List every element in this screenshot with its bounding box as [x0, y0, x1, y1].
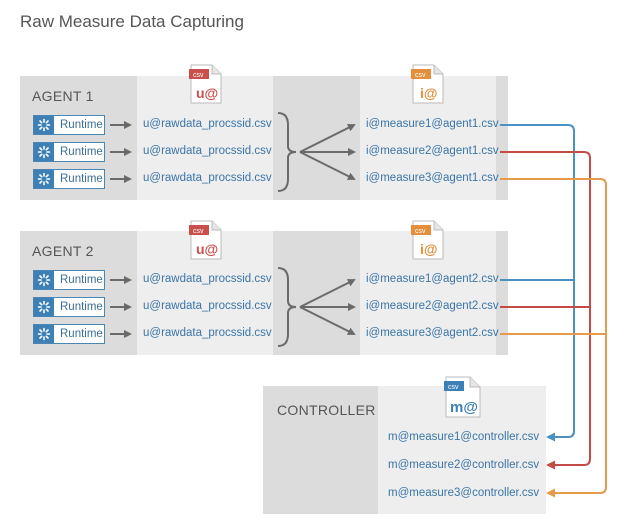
measure-file[interactable]: i@measure1@agent2.csv: [366, 273, 499, 285]
runtime-button[interactable]: Runtime: [33, 324, 105, 344]
runtime-button[interactable]: Runtime: [33, 297, 105, 317]
grouping-brace: [277, 112, 297, 192]
measure-route-agent-1: [500, 178, 607, 498]
measure-file[interactable]: i@measure2@agent1.csv: [366, 145, 499, 157]
csv-tag: csv: [193, 72, 204, 79]
runtime-label: Runtime: [60, 274, 103, 286]
raw-data-file[interactable]: u@rawdata_procssid.csv: [143, 300, 272, 312]
raw-data-file[interactable]: u@rawdata_procssid.csv: [143, 273, 272, 285]
runtime-label: Runtime: [60, 301, 103, 313]
runtime-label: Runtime: [60, 328, 103, 340]
runtime-label: Runtime: [60, 146, 103, 158]
runtime-spinner-icon: [34, 298, 54, 316]
runtime-button[interactable]: Runtime: [33, 169, 105, 189]
svg-text:i@: i@: [420, 241, 438, 257]
runtime-button[interactable]: Runtime: [33, 270, 105, 290]
grouping-brace: [277, 267, 297, 347]
measure-file[interactable]: i@measure3@agent2.csv: [366, 327, 499, 339]
runtime-spinner-icon: [34, 143, 54, 161]
runtime-spinner-icon: [34, 271, 54, 289]
fan-out-arrow: [299, 151, 356, 180]
runtime-label: Runtime: [60, 173, 103, 185]
runtime-button[interactable]: Runtime: [33, 142, 105, 162]
controller-csv-file-icon: csv m@: [444, 376, 481, 418]
controller-file-1[interactable]: m@measure1@controller.csv: [388, 431, 540, 443]
controller-title: CONTROLLER: [277, 402, 376, 418]
raw-data-file[interactable]: u@rawdata_procssid.csv: [143, 327, 272, 339]
measure-file[interactable]: i@measure2@agent2.csv: [366, 300, 499, 312]
measure-file[interactable]: i@measure1@agent1.csv: [366, 118, 499, 130]
raw-data-file[interactable]: u@rawdata_procssid.csv: [143, 145, 272, 157]
runtime-spinner-icon: [34, 116, 54, 134]
svg-text:u@: u@: [196, 241, 218, 257]
runtime-spinner-icon: [34, 325, 54, 343]
svg-text:csv: csv: [193, 228, 204, 235]
svg-text:csv: csv: [448, 384, 459, 391]
measure-file[interactable]: i@measure3@agent1.csv: [366, 172, 499, 184]
raw-data-file[interactable]: u@rawdata_procssid.csv: [143, 118, 272, 130]
svg-text:u@: u@: [196, 85, 218, 101]
measure-csv-file-icon-agent-2: csv i@: [411, 220, 444, 260]
svg-text:csv: csv: [415, 228, 426, 235]
runtime-label: Runtime: [60, 119, 103, 131]
page-title: Raw Measure Data Capturing: [20, 12, 244, 31]
svg-text:csv: csv: [415, 72, 426, 79]
runtime-spinner-icon: [34, 170, 54, 188]
controller-file-3[interactable]: m@measure3@controller.csv: [388, 487, 540, 499]
raw-data-file[interactable]: u@rawdata_procssid.csv: [143, 172, 272, 184]
runtime-button[interactable]: Runtime: [33, 115, 105, 135]
agent-1-title: AGENT 1: [32, 88, 94, 104]
raw-csv-file-icon-agent-2: csv u@: [189, 220, 222, 260]
controller-file-2[interactable]: m@measure2@controller.csv: [388, 459, 540, 471]
raw-csv-file-icon-agent-1: csv u@: [189, 64, 222, 104]
fan-out-arrow: [299, 279, 356, 308]
svg-text:i@: i@: [420, 85, 438, 101]
fan-out-arrow: [299, 124, 356, 153]
measure-route-agent-1: [500, 151, 591, 470]
agent-2-title: AGENT 2: [32, 243, 94, 259]
svg-text:m@: m@: [450, 399, 478, 416]
measure-csv-file-icon-agent-1: csv i@: [411, 64, 444, 104]
fan-out-arrow: [299, 306, 356, 335]
